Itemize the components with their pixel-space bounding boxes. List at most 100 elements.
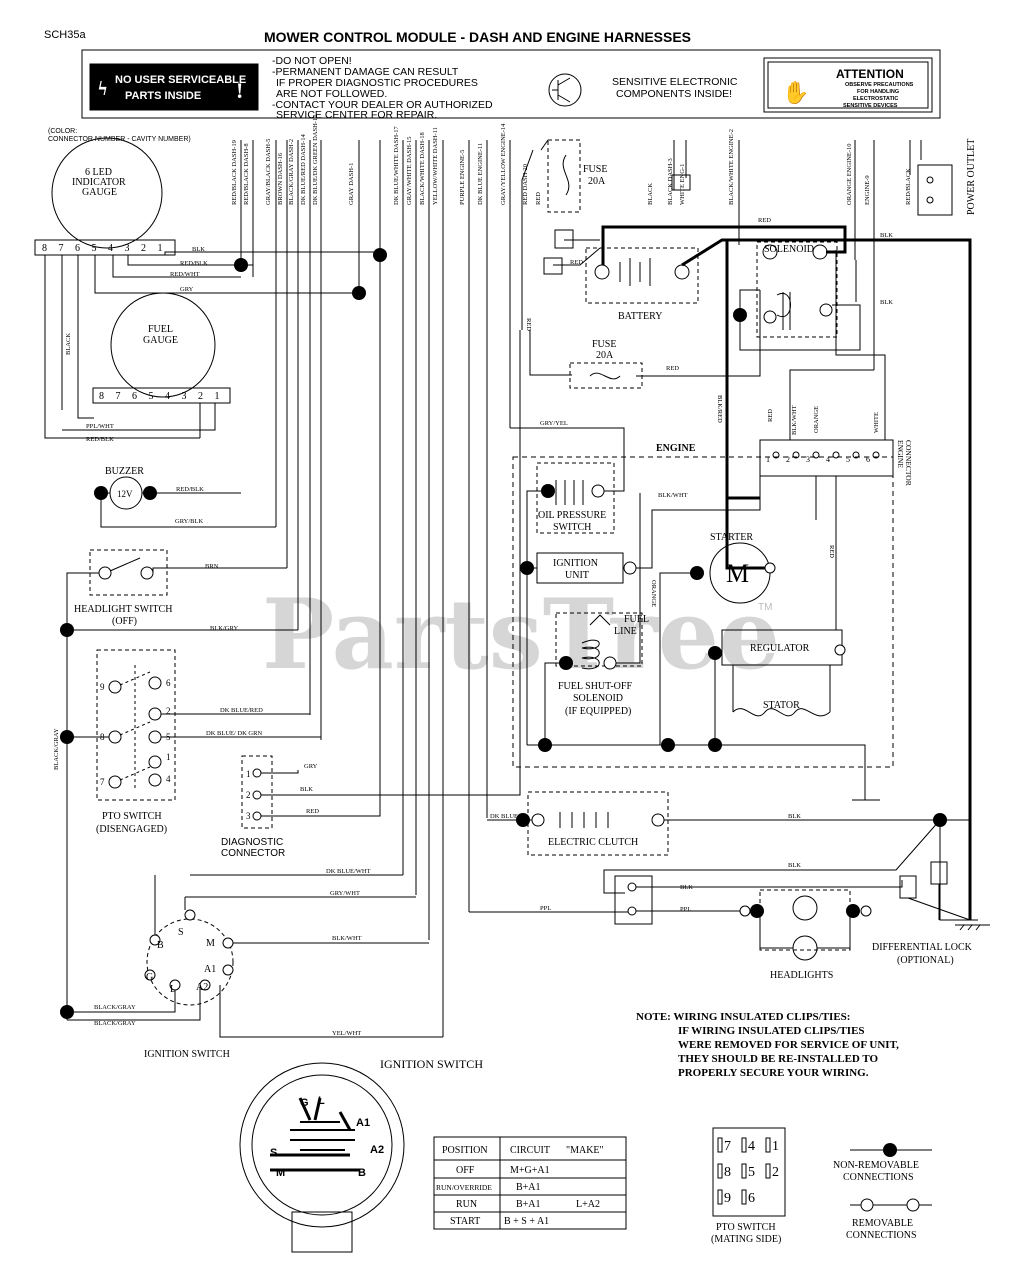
svg-text:FUEL SHUT-OFF: FUEL SHUT-OFF bbox=[558, 681, 632, 692]
pto-mating-pin: 8 bbox=[724, 1165, 731, 1180]
pin-label: 6 bbox=[866, 455, 870, 464]
pin-label: 5 bbox=[846, 455, 850, 464]
page-title: MOWER CONTROL MODULE - DASH AND ENGINE H… bbox=[264, 29, 691, 45]
fuel-line-box bbox=[555, 612, 643, 667]
svg-text:RED/BLK: RED/BLK bbox=[86, 436, 114, 443]
sensitive-1: SENSITIVE ELECTRONIC bbox=[612, 76, 738, 88]
svg-text:S: S bbox=[270, 1147, 277, 1159]
svg-text:REMOVABLE: REMOVABLE bbox=[852, 1218, 913, 1229]
svg-text:OFF: OFF bbox=[456, 1165, 475, 1176]
svg-text:START: START bbox=[450, 1216, 480, 1227]
svg-text:RED/BLK: RED/BLK bbox=[176, 486, 204, 493]
svg-text:B + S + A1: B + S + A1 bbox=[504, 1216, 549, 1227]
svg-text:RED/WHT: RED/WHT bbox=[170, 271, 200, 278]
svg-text:BLK/WHT: BLK/WHT bbox=[332, 935, 362, 942]
warn-4: ARE NOT FOLLOWED. bbox=[276, 88, 387, 100]
svg-text:STARTER: STARTER bbox=[710, 532, 753, 543]
svg-text:20A: 20A bbox=[596, 350, 614, 361]
pin-label: 7 bbox=[59, 243, 64, 254]
svg-text:RED: RED bbox=[758, 217, 771, 224]
transistor-icon bbox=[548, 73, 582, 107]
pin-label: 5 bbox=[149, 391, 154, 402]
svg-text:(COLOR:: (COLOR: bbox=[48, 128, 77, 135]
svg-text:BLACK/GRAY: BLACK/GRAY bbox=[94, 1020, 136, 1027]
pto-mating-cavity bbox=[717, 1163, 723, 1179]
pin-label: 8 bbox=[42, 243, 47, 254]
harness-wire-label: GRAY DASH-1 bbox=[348, 163, 355, 205]
page-code: SCH35a bbox=[44, 29, 86, 41]
headlight-switch-box bbox=[89, 549, 168, 596]
svg-text:NON-REMOVABLE: NON-REMOVABLE bbox=[833, 1160, 919, 1171]
pto-mating-cavity bbox=[765, 1137, 771, 1153]
svg-text:WHITE: WHITE bbox=[873, 412, 880, 433]
pin-label: 3 bbox=[806, 455, 810, 464]
svg-text:CONNECTIONS: CONNECTIONS bbox=[843, 1172, 914, 1183]
pin-label: 1 bbox=[766, 455, 770, 464]
harness-wire-label: DK BLUE/DK GREEN DASH-12 bbox=[312, 115, 319, 205]
junction-dots bbox=[60, 248, 947, 1157]
harness-wire-label: BLACK/GRAY DASH-2 bbox=[288, 139, 295, 205]
svg-text:BLK/WHT: BLK/WHT bbox=[791, 405, 798, 435]
attention-box bbox=[763, 57, 933, 113]
harness-wire-label: ORANGE ENGINE-10 bbox=[846, 143, 853, 205]
pin-label: 2 bbox=[166, 706, 171, 716]
svg-text:L: L bbox=[318, 1095, 325, 1107]
svg-text:BLK: BLK bbox=[192, 246, 205, 253]
harness-wire-label: BLACK DASH-3 bbox=[667, 158, 674, 205]
svg-text:GRY: GRY bbox=[304, 763, 318, 770]
harness-wire-label: RED/BLACK bbox=[905, 168, 912, 205]
ign-switch-schematic bbox=[146, 918, 234, 1006]
fuse-mid-box bbox=[569, 362, 643, 389]
esd-hand-icon: ✋ bbox=[782, 80, 809, 105]
svg-text:RED: RED bbox=[525, 318, 532, 331]
pin-label: 3 bbox=[125, 243, 130, 254]
svg-text:RED: RED bbox=[828, 545, 835, 558]
pin-label: 4 bbox=[166, 774, 171, 784]
svg-text:IGNITION: IGNITION bbox=[553, 558, 598, 569]
svg-text:BLK/WHT: BLK/WHT bbox=[658, 492, 688, 499]
svg-text:BLACK/GRAY: BLACK/GRAY bbox=[94, 1004, 136, 1011]
svg-text:FUSE: FUSE bbox=[592, 339, 616, 350]
svg-text:CIRCUIT: CIRCUIT bbox=[510, 1145, 550, 1156]
svg-text:ENGINE: ENGINE bbox=[896, 440, 905, 468]
svg-text:A2: A2 bbox=[370, 1144, 384, 1156]
pin-label: 4 bbox=[108, 243, 113, 254]
pto-mating-pin: 7 bbox=[724, 1139, 731, 1154]
watermark: PartsTree bbox=[262, 578, 780, 691]
svg-text:LINE: LINE bbox=[614, 626, 637, 637]
svg-text:ORANGE: ORANGE bbox=[813, 406, 820, 433]
svg-text:DK BLUE/ DK GRN: DK BLUE/ DK GRN bbox=[206, 730, 262, 737]
pin-label: 6 bbox=[166, 678, 171, 688]
svg-text:GRY/YEL: GRY/YEL bbox=[540, 420, 568, 427]
ign-detail-title: IGNITION SWITCH bbox=[380, 1057, 483, 1071]
pto-mating-cavity bbox=[717, 1189, 723, 1205]
svg-text:(IF EQUIPPED): (IF EQUIPPED) bbox=[565, 706, 631, 717]
harness-wire-label: YELLOW/WHITE DASH-11 bbox=[432, 127, 439, 205]
svg-text:(DISENGAGED): (DISENGAGED) bbox=[96, 824, 167, 835]
pin-label: S bbox=[178, 927, 184, 938]
pin-label: 2 bbox=[246, 790, 251, 800]
svg-text:CONNECTIONS: CONNECTIONS bbox=[846, 1230, 917, 1241]
svg-text:RED: RED bbox=[767, 409, 774, 422]
svg-text:FUEL: FUEL bbox=[624, 614, 649, 625]
svg-text:FUEL: FUEL bbox=[148, 324, 173, 335]
svg-text:BLACK: BLACK bbox=[65, 333, 72, 355]
svg-text:INDICATOR: INDICATOR bbox=[72, 177, 126, 188]
harness-wire-label: WHITE ENG-1 bbox=[679, 164, 686, 205]
svg-text:WERE REMOVED FOR SERVICE OF UN: WERE REMOVED FOR SERVICE OF UNIT, bbox=[678, 1039, 899, 1051]
attention-title: ATTENTION bbox=[836, 67, 904, 81]
pin-label: 2 bbox=[198, 391, 203, 402]
svg-text:RED: RED bbox=[666, 365, 679, 372]
harness-wire-label: BROWN DASH-16 bbox=[277, 152, 284, 205]
svg-text:A1: A1 bbox=[356, 1117, 370, 1129]
svg-text:HEADLIGHTS: HEADLIGHTS bbox=[770, 970, 833, 981]
harness-wire-label: BLACK/WHITE ENGINE-2 bbox=[728, 129, 735, 205]
svg-text:PROPERLY SECURE YOUR WIRING.: PROPERLY SECURE YOUR WIRING. bbox=[678, 1067, 869, 1079]
svg-text:PPL: PPL bbox=[540, 905, 551, 912]
pto-mating-box bbox=[712, 1127, 786, 1217]
svg-text:BLK: BLK bbox=[788, 862, 801, 869]
svg-text:SOLENOID: SOLENOID bbox=[764, 244, 814, 255]
harness-wire-label: GRAY/YELLOW ENGINE-14 bbox=[500, 123, 507, 205]
ign-detail-outer bbox=[239, 1062, 405, 1228]
svg-text:DK BLUE/WHT: DK BLUE/WHT bbox=[326, 868, 371, 875]
